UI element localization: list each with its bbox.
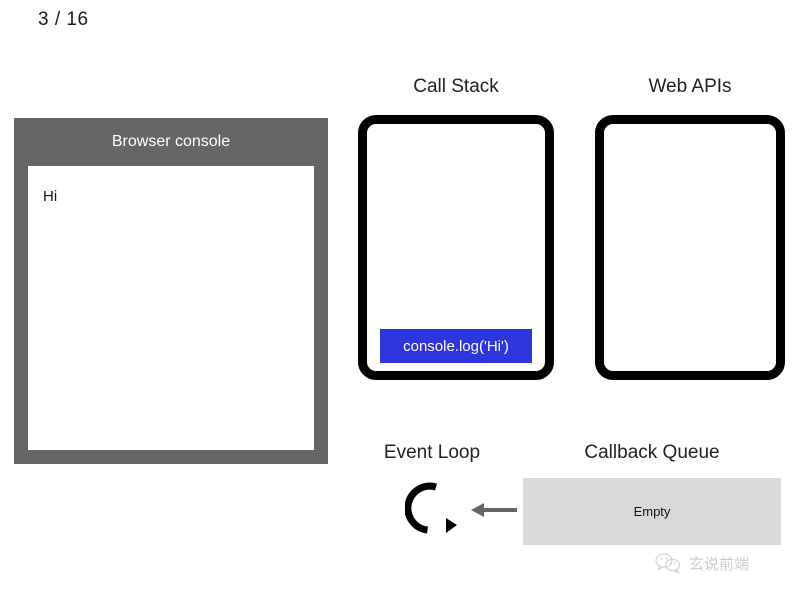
browser-console-panel: Browser console Hi — [14, 118, 328, 464]
call-stack-box: console.log('Hi') — [358, 115, 554, 380]
callback-queue-box: Empty — [523, 478, 781, 545]
circular-arrow-icon — [404, 478, 467, 540]
callback-queue-status: Empty — [633, 504, 671, 519]
callback-queue-title: Callback Queue — [584, 442, 720, 463]
web-apis-box — [595, 115, 785, 380]
call-stack-title: Call Stack — [413, 76, 499, 97]
wechat-icon — [655, 552, 681, 575]
watermark: 玄说前端 — [655, 552, 750, 575]
console-log-line: Hi — [43, 188, 58, 205]
browser-console-title: Browser console — [111, 133, 231, 150]
queue-to-loop-arrow-icon — [471, 500, 517, 520]
slide-counter: 3 / 16 — [38, 9, 89, 30]
browser-console-output: Hi — [28, 166, 314, 450]
web-apis-title: Web APIs — [648, 76, 732, 97]
watermark-text: 玄说前端 — [689, 555, 750, 573]
event-loop-title: Event Loop — [383, 442, 481, 463]
call-stack-frame: console.log('Hi') — [380, 329, 532, 363]
